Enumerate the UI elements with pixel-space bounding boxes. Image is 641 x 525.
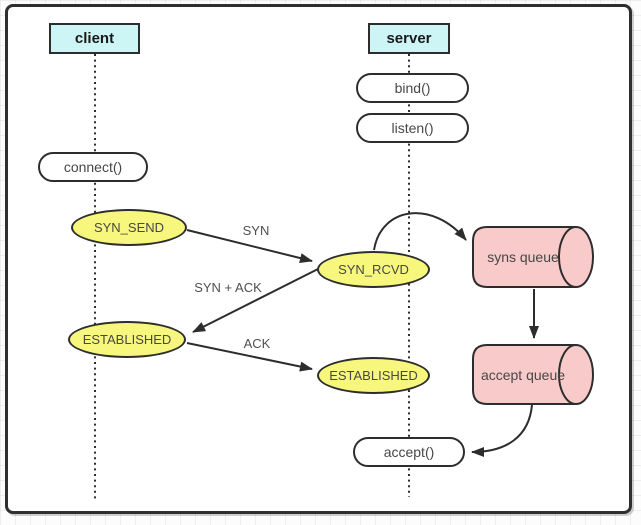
syn-ack-arrow <box>192 268 319 333</box>
bind-call-box: bind() <box>356 73 469 103</box>
accept-call-box: accept() <box>353 437 465 467</box>
syn-rcvd-state: SYN_RCVD <box>317 251 430 288</box>
server-established-state: ESTABLISHED <box>317 357 430 394</box>
syns-queue-cylinder <box>472 226 594 288</box>
ack-label: ACK <box>243 336 271 351</box>
client-actor-box: client <box>49 23 140 54</box>
syn-rcvd-to-syns-queue-arrow <box>373 212 467 251</box>
accept-queue-cylinder <box>472 344 594 405</box>
syns-queue-label: syns queue <box>487 249 559 265</box>
ack-arrow <box>186 342 313 372</box>
server-actor-box: server <box>368 23 450 54</box>
accept-queue-label: accept queue <box>480 367 566 383</box>
syn-arrow <box>186 229 313 263</box>
client-established-state: ESTABLISHED <box>68 321 186 358</box>
syn-ack-label: SYN + ACK <box>194 280 262 295</box>
syn-label: SYN <box>242 223 270 238</box>
connect-call-box: connect() <box>38 152 148 182</box>
syn-send-state: SYN_SEND <box>71 209 187 246</box>
accept-queue-to-accept-arrow <box>471 404 533 457</box>
listen-call-box: listen() <box>356 113 469 143</box>
